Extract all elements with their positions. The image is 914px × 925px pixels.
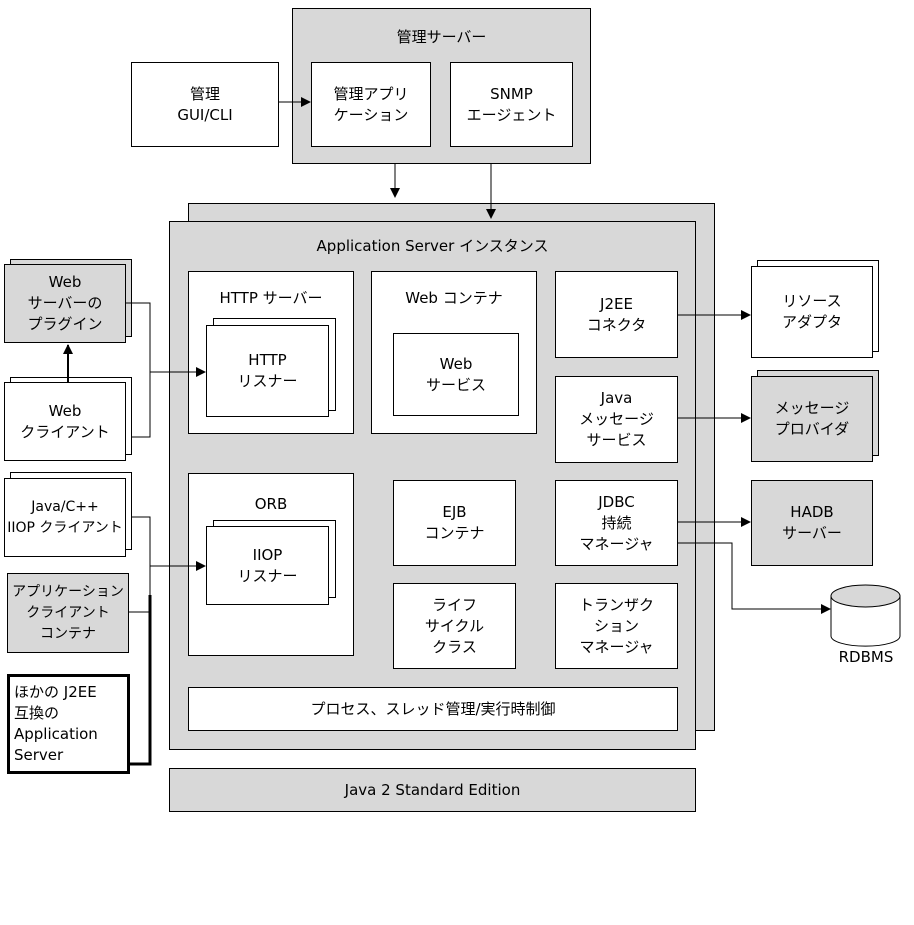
j2ee-connector: J2EE コネクタ xyxy=(555,271,678,358)
instance-title: Application Server インスタンス xyxy=(316,237,549,255)
snmp-agent: SNMP エージェント xyxy=(450,62,573,147)
rdbms-cylinder xyxy=(830,584,901,647)
http-listener: HTTP リスナー xyxy=(206,325,329,417)
process-thread-management: プロセス、スレッド管理/実行時制御 xyxy=(188,687,678,731)
web-server-plugin: Web サーバーの プラグイン xyxy=(4,264,126,343)
java-cpp-iiop-client: Java/C++ IIOP クライアント xyxy=(4,478,126,557)
jdbc-persistence-manager: JDBC 持続 マネージャ xyxy=(555,480,678,566)
rdbms-label: RDBMS xyxy=(838,648,894,666)
lifecycle-classes: ライフ サイクル クラス xyxy=(393,583,516,669)
ejb-container: EJB コンテナ xyxy=(393,480,516,566)
line-plugin-client xyxy=(126,302,151,438)
java-2-standard-edition: Java 2 Standard Edition xyxy=(169,768,696,812)
other-j2ee-application-server: ほかの J2EE 互換の Application Server xyxy=(7,674,130,774)
orb-label: ORB xyxy=(254,495,288,513)
admin-server-title: 管理サーバー xyxy=(396,28,487,46)
line-other-server xyxy=(130,595,152,766)
application-client-container: アプリケーション クライアント コンテナ xyxy=(7,573,129,653)
message-provider: メッセージ プロバイダ xyxy=(751,376,873,462)
web-container-label: Web コンテナ xyxy=(405,289,503,307)
admin-gui-cli: 管理 GUI/CLI xyxy=(131,62,279,147)
iiop-listener: IIOP リスナー xyxy=(206,526,329,605)
resource-adapter: リソース アダプタ xyxy=(751,266,873,358)
transaction-manager: トランザク ション マネージャ xyxy=(555,583,678,669)
admin-application: 管理アプリ ケーション xyxy=(311,62,431,147)
web-service: Web サービス xyxy=(393,333,519,416)
line-iiop-client xyxy=(132,516,151,595)
java-message-service: Java メッセージ サービス xyxy=(555,376,678,463)
web-client: Web クライアント xyxy=(4,382,126,461)
arrow-to-rdbms xyxy=(678,542,831,614)
http-server-label: HTTP サーバー xyxy=(219,289,323,307)
hadb-server: HADB サーバー xyxy=(751,480,873,566)
